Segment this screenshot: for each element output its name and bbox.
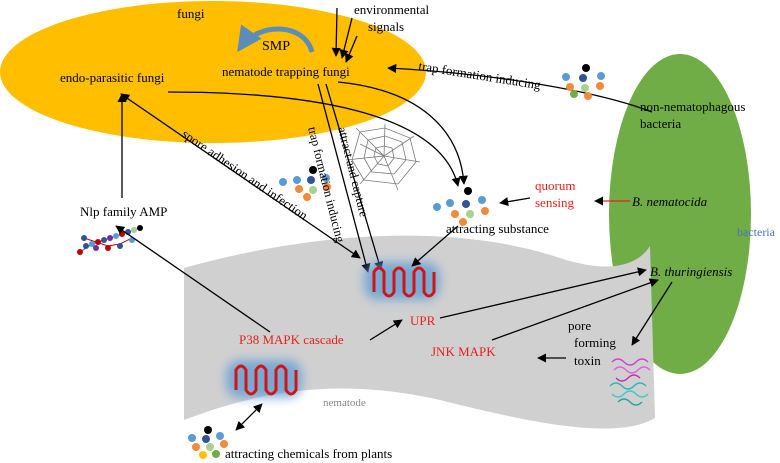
bacteria-label: bacteria (737, 225, 776, 239)
receptor-icon-top (364, 262, 440, 300)
jnk-to-thuringiensis-arrow (491, 278, 659, 341)
attracting-chemicals-label: attracting chemicals from plants (225, 446, 392, 461)
smp-cycle-arrow (237, 24, 315, 53)
nlp-family-amp-label: Nlp family AMP (80, 204, 167, 219)
spore-adhesion-arrow (120, 93, 361, 259)
p38-to-upr-arrow (369, 319, 403, 341)
non-nematophagous-bacteria-label: non-nematophagous bacteria (640, 99, 749, 131)
environmental-signal-arrows (331, 7, 358, 63)
trapping-to-substance-arrow (337, 81, 468, 185)
molecule-dots-icon-top-right (562, 64, 605, 100)
p38-to-nlp-arrow (115, 225, 271, 333)
environmental-signals-label: environmental signals (354, 2, 432, 34)
smp-label: SMP (262, 39, 290, 54)
trap-inducing-horizontal-label: trap formation inducing (418, 58, 543, 92)
molecule-dots-icon-substance (433, 187, 489, 226)
p38-mapk-cascade-label: P38 MAPK cascade (239, 332, 344, 347)
upr-label: UPR (410, 313, 436, 328)
substance-to-receptor-arrow (411, 225, 459, 267)
molecule-dots-icon-bottom (188, 426, 228, 459)
b-nematocida-label: B. nematocida (632, 194, 708, 209)
chemicals-to-receptor-arrow (235, 403, 263, 431)
protein-structure-icon (609, 358, 651, 406)
endo-parasitic-fungi-label: endo-parasitic fungi (60, 70, 165, 85)
quorum-sensing-label: quorum sensing (535, 178, 579, 210)
jnk-mapk-label: JNK MAPK (431, 344, 496, 359)
fungi-label: fungi (177, 6, 205, 21)
peptide-chain-icon (77, 225, 143, 255)
quorum-to-substance-arrow (499, 197, 531, 207)
nematode-label: nematode (323, 397, 366, 409)
trap-inducing-arrow (387, 63, 653, 113)
nematode-trapping-fungi-label: nematode trapping fungi (222, 64, 350, 79)
attract-capture-label: attract and capture (335, 125, 371, 218)
pore-forming-toxin-label: pore forming toxin (568, 318, 619, 368)
thuringiensis-to-toxin-arrow (631, 281, 673, 346)
attracting-substance-label: attracting substance (446, 221, 549, 236)
receptor-icon-bottom (226, 360, 302, 398)
upr-to-thuringiensis-arrow (439, 267, 647, 319)
b-thuringiensis-label: B. thuringiensis (650, 264, 732, 279)
